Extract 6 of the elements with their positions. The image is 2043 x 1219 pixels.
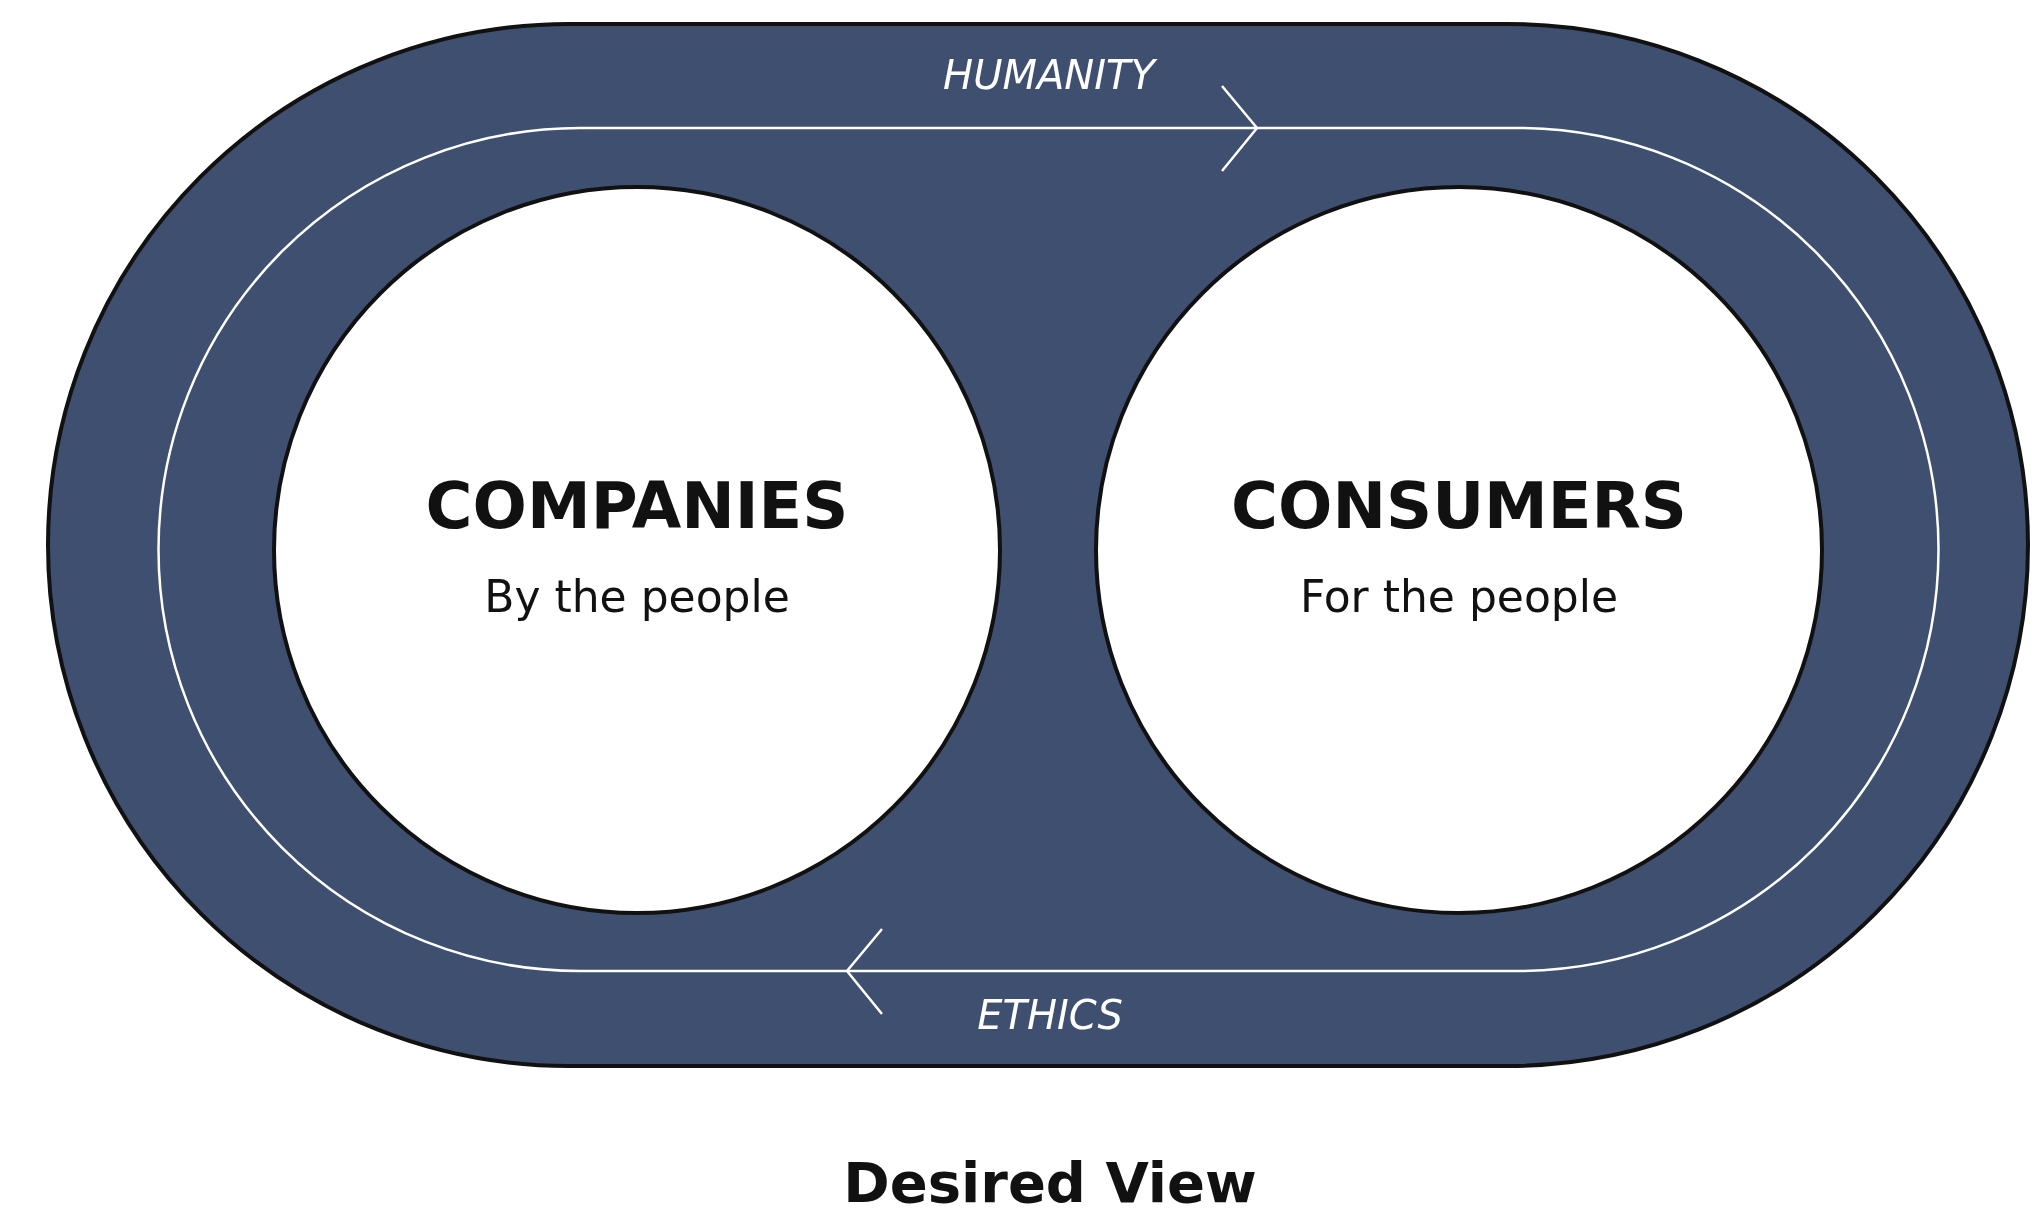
node-subtitle: By the people (484, 570, 790, 622)
loop-label: ETHICS (977, 992, 1123, 1038)
node-heading: COMPANIES (425, 468, 849, 543)
caption: Desired View (843, 1150, 1257, 1215)
node-heading: CONSUMERS (1231, 468, 1687, 543)
node-subtitle: For the people (1299, 570, 1619, 622)
